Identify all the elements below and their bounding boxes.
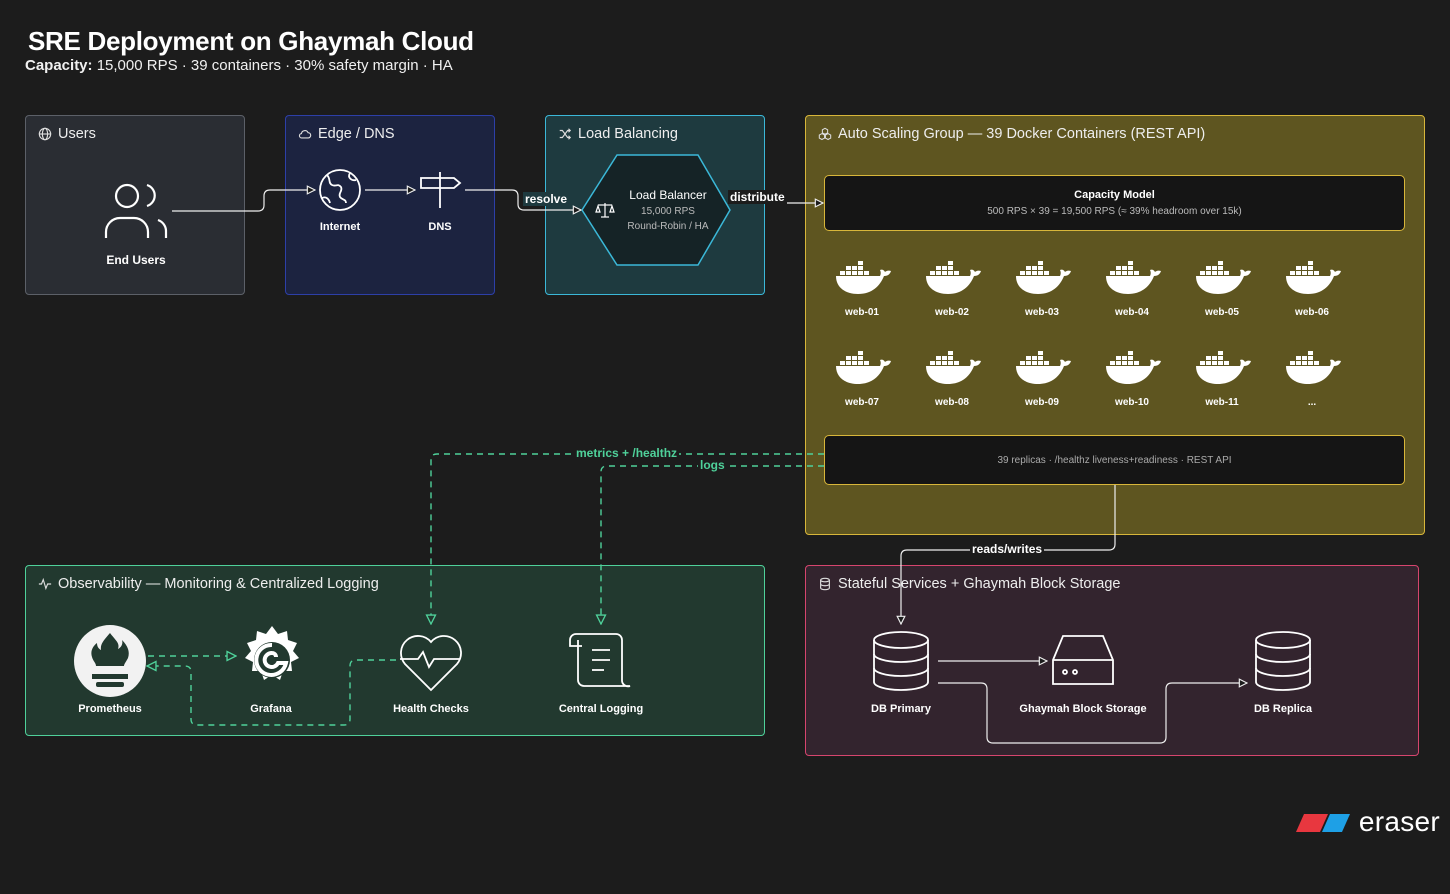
globe-icon (38, 127, 52, 141)
page-subtitle: Capacity: 15,000 RPS · 39 containers · 3… (25, 57, 453, 74)
load-balancer-mode: Round-Robin / HA (627, 221, 709, 232)
group-edge-label: Edge / DNS (298, 126, 395, 142)
container-label: web-03 (1025, 307, 1059, 318)
edge-label-logs: logs (698, 458, 727, 472)
health-checks-label: Health Checks (393, 703, 469, 715)
prometheus-icon (74, 625, 146, 697)
edges-dashed (147, 453, 824, 726)
scroll-icon (569, 633, 631, 688)
grafana-icon (245, 626, 299, 680)
container-label: web-07 (845, 397, 879, 408)
load-balancer-title: Load Balancer (629, 188, 707, 202)
replicas-card[interactable]: 39 replicas · /healthz liveness+readines… (824, 435, 1405, 485)
group-users-label: Users (38, 126, 96, 142)
capacity-label: Capacity: (25, 57, 93, 74)
internet-globe-icon (319, 169, 361, 211)
eraser-logo[interactable]: eraser (1359, 806, 1440, 838)
eraser-logo-text: eraser (1358, 806, 1440, 837)
eraser-logo-icon (1296, 814, 1350, 832)
load-balancer-rps: 15,000 RPS (641, 206, 695, 217)
group-obs-title: Observability — Monitoring & Centralized… (58, 576, 379, 592)
container-label: web-02 (935, 307, 969, 318)
edge-label-reads-writes: reads/writes (970, 542, 1045, 556)
database-icon (820, 577, 830, 591)
capacity-text: 15,000 RPS · 39 containers · 30% safety … (96, 57, 453, 74)
group-lb-title: Load Balancing (578, 126, 678, 142)
db-replica-icon (1255, 631, 1311, 691)
central-logging-label: Central Logging (558, 703, 644, 715)
heart-pulse-icon (400, 635, 462, 692)
block-storage-label: Ghaymah Block Storage (1019, 703, 1147, 715)
container-label: web-05 (1205, 307, 1239, 318)
container-label: web-11 (1205, 397, 1239, 408)
scale-icon (595, 203, 615, 218)
container-label: web-08 (935, 397, 969, 408)
dns-label: DNS (428, 221, 452, 233)
grafana-label: Grafana (250, 703, 292, 715)
container-label: web-04 (1115, 307, 1149, 318)
group-asg-label: Auto Scaling Group — 39 Docker Container… (818, 126, 1205, 142)
capacity-model-card[interactable]: Capacity Model 500 RPS × 39 = 19,500 RPS… (824, 175, 1405, 231)
container-label: web-10 (1115, 397, 1149, 408)
container-label: ... (1307, 397, 1317, 408)
group-users-title: Users (58, 126, 96, 142)
replicas-text: 39 replicas · /healthz liveness+readines… (997, 455, 1232, 466)
group-stateful-label: Stateful Services + Ghaymah Block Storag… (818, 576, 1121, 592)
edge-label-resolve: resolve (523, 192, 570, 206)
capacity-model-text: 500 RPS × 39 = 19,500 RPS (≈ 39% headroo… (987, 206, 1242, 217)
activity-icon (38, 577, 52, 591)
container-icons (836, 261, 1341, 384)
db-replica-label: DB Replica (1253, 703, 1313, 715)
load-balancer-hexagon[interactable] (581, 154, 731, 266)
dns-signpost-icon (420, 172, 462, 208)
group-edge-title: Edge / DNS (318, 126, 395, 142)
capacity-model-title: Capacity Model (1074, 189, 1155, 201)
boxes-icon (818, 127, 832, 141)
container-label: web-01 (845, 307, 879, 318)
users-icon (104, 183, 168, 238)
container-label: web-06 (1295, 307, 1329, 318)
internet-label: Internet (319, 221, 361, 233)
edge-label-metrics: metrics + /healthz (574, 446, 680, 460)
container-label: web-09 (1025, 397, 1059, 408)
db-primary-label: DB Primary (871, 703, 931, 715)
group-stateful-title: Stateful Services + Ghaymah Block Storag… (838, 576, 1121, 592)
page-title: SRE Deployment on Ghaymah Cloud (28, 26, 474, 56)
cloud-icon (298, 130, 312, 139)
shuffle-icon (559, 128, 572, 140)
group-edge[interactable]: Edge / DNS (285, 115, 495, 295)
group-lb-label: Load Balancing (558, 126, 678, 142)
group-asg-title: Auto Scaling Group — 39 Docker Container… (838, 126, 1206, 142)
group-obs-label: Observability — Monitoring & Centralized… (38, 576, 379, 592)
edge-label-distribute: distribute (728, 190, 787, 204)
db-primary-icon (873, 631, 929, 691)
end-users-label: End Users (106, 253, 166, 267)
block-storage-icon (1052, 635, 1114, 685)
prometheus-label: Prometheus (78, 703, 142, 715)
group-observability[interactable]: Observability — Monitoring & Centralized… (25, 565, 765, 736)
